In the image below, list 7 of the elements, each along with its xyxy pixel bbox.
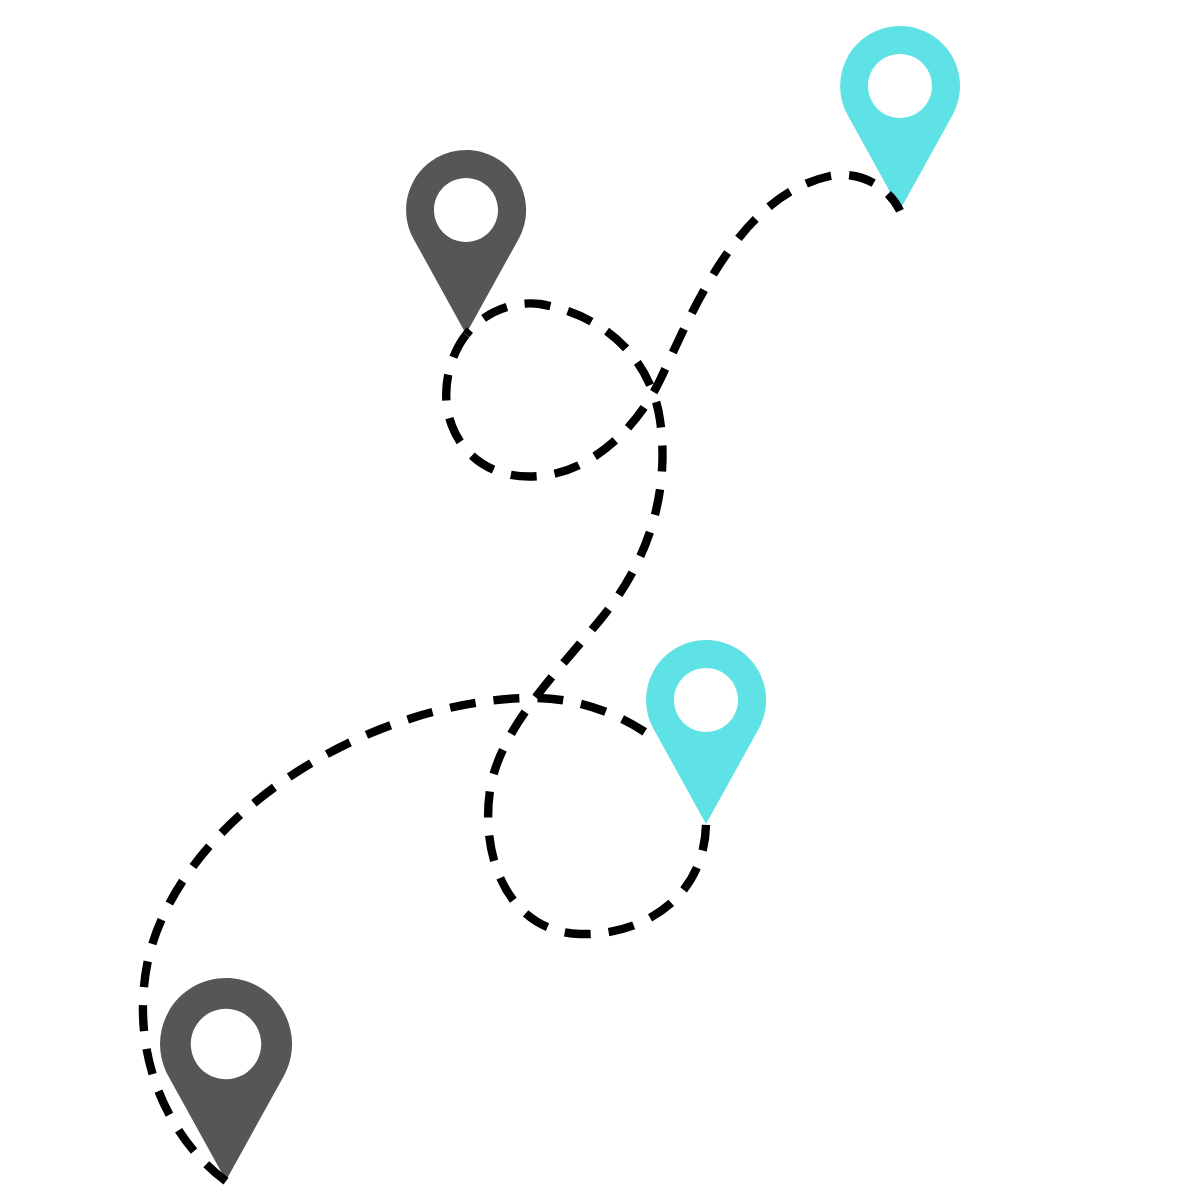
map-pin [406, 149, 527, 334]
map-pin [840, 25, 961, 210]
map-pin [646, 639, 767, 824]
dashed-line [462, 299, 711, 939]
map-pin [160, 978, 293, 1181]
dashed-line [442, 170, 904, 481]
dashed-line [138, 693, 648, 1185]
